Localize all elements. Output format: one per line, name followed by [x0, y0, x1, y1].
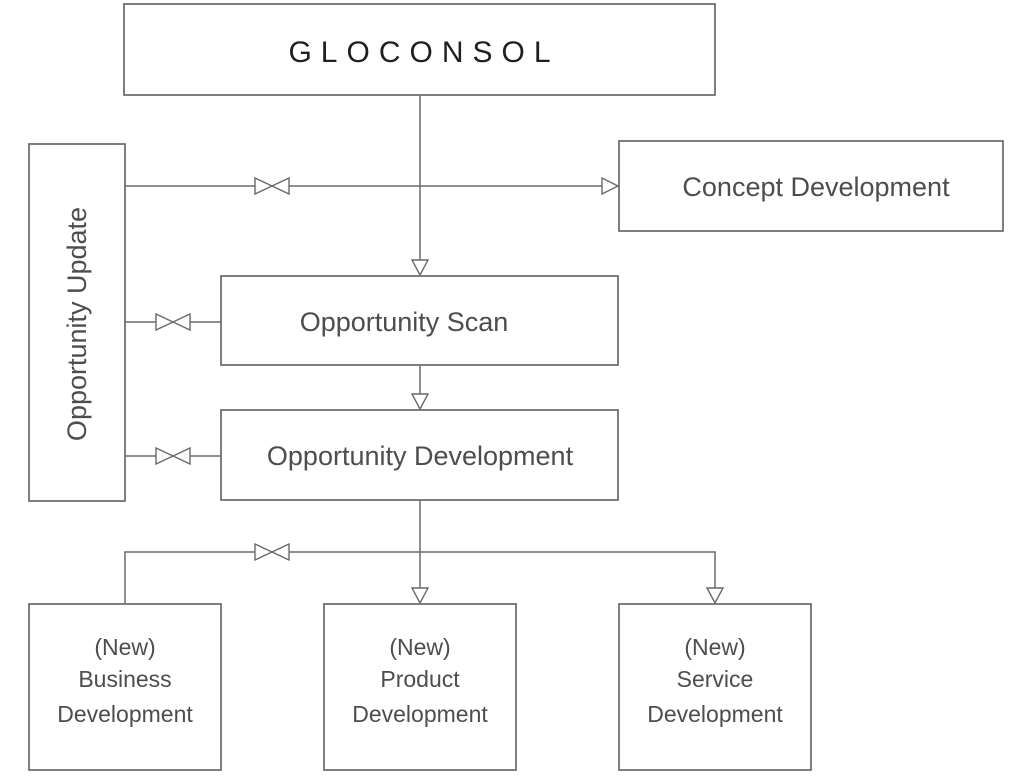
opportunity-scan-box: [220, 275, 619, 366]
gloconsol-node: GLOCONSOL: [123, 3, 716, 96]
bowtie-symbols: [155, 176, 290, 562]
service-development-line-2: Service: [677, 666, 754, 692]
product-development-line-3: Development: [352, 701, 488, 727]
opportunity-scan-node: Opportunity Scan: [220, 275, 619, 366]
service-development-node: (New) Service Development: [618, 603, 812, 771]
opportunity-scan-label: Opportunity Scan: [300, 307, 509, 337]
business-development-line-1: (New): [94, 634, 155, 660]
gloconsol-title: GLOCONSOL: [288, 36, 559, 69]
arrowhead-into-product: [410, 587, 430, 605]
service-development-box: [618, 603, 812, 771]
arrowhead-into-scan: [410, 259, 430, 277]
arrowhead-into-development: [410, 393, 430, 411]
opportunity-development-label: Opportunity Development: [267, 441, 574, 471]
product-development-line-2: Product: [380, 666, 460, 692]
bowtie-update-scan: [155, 312, 191, 332]
bowtie-update-concept: [254, 176, 290, 196]
business-development-node: (New) Business Development: [28, 603, 222, 771]
gloconsol-box: [123, 3, 716, 96]
service-development-line-3: Development: [647, 701, 783, 727]
opportunity-development-node: Opportunity Development: [220, 409, 619, 501]
business-development-line-3: Development: [57, 701, 193, 727]
product-development-line-1: (New): [389, 634, 450, 660]
arrowheads: [410, 176, 725, 605]
opportunity-update-node: Opportunity Update: [28, 143, 126, 502]
product-development-node: (New) Product Development: [323, 603, 517, 771]
concept-development-node: Concept Development: [618, 140, 1004, 232]
opportunity-development-box: [220, 409, 619, 501]
bowtie-branch: [254, 542, 290, 562]
connector-branch: [124, 551, 716, 603]
business-development-line-2: Business: [78, 666, 171, 692]
arrowhead-into-service: [705, 587, 725, 605]
service-development-line-1: (New): [684, 634, 745, 660]
opportunity-update-label: Opportunity Update: [62, 207, 92, 441]
arrowhead-into-concept: [601, 176, 620, 196]
product-development-box: [323, 603, 517, 771]
concept-development-label: Concept Development: [682, 172, 950, 202]
business-development-box: [28, 603, 222, 771]
opportunity-update-box: [28, 143, 126, 502]
bowtie-update-development: [155, 446, 191, 466]
concept-development-box: [618, 140, 1004, 232]
